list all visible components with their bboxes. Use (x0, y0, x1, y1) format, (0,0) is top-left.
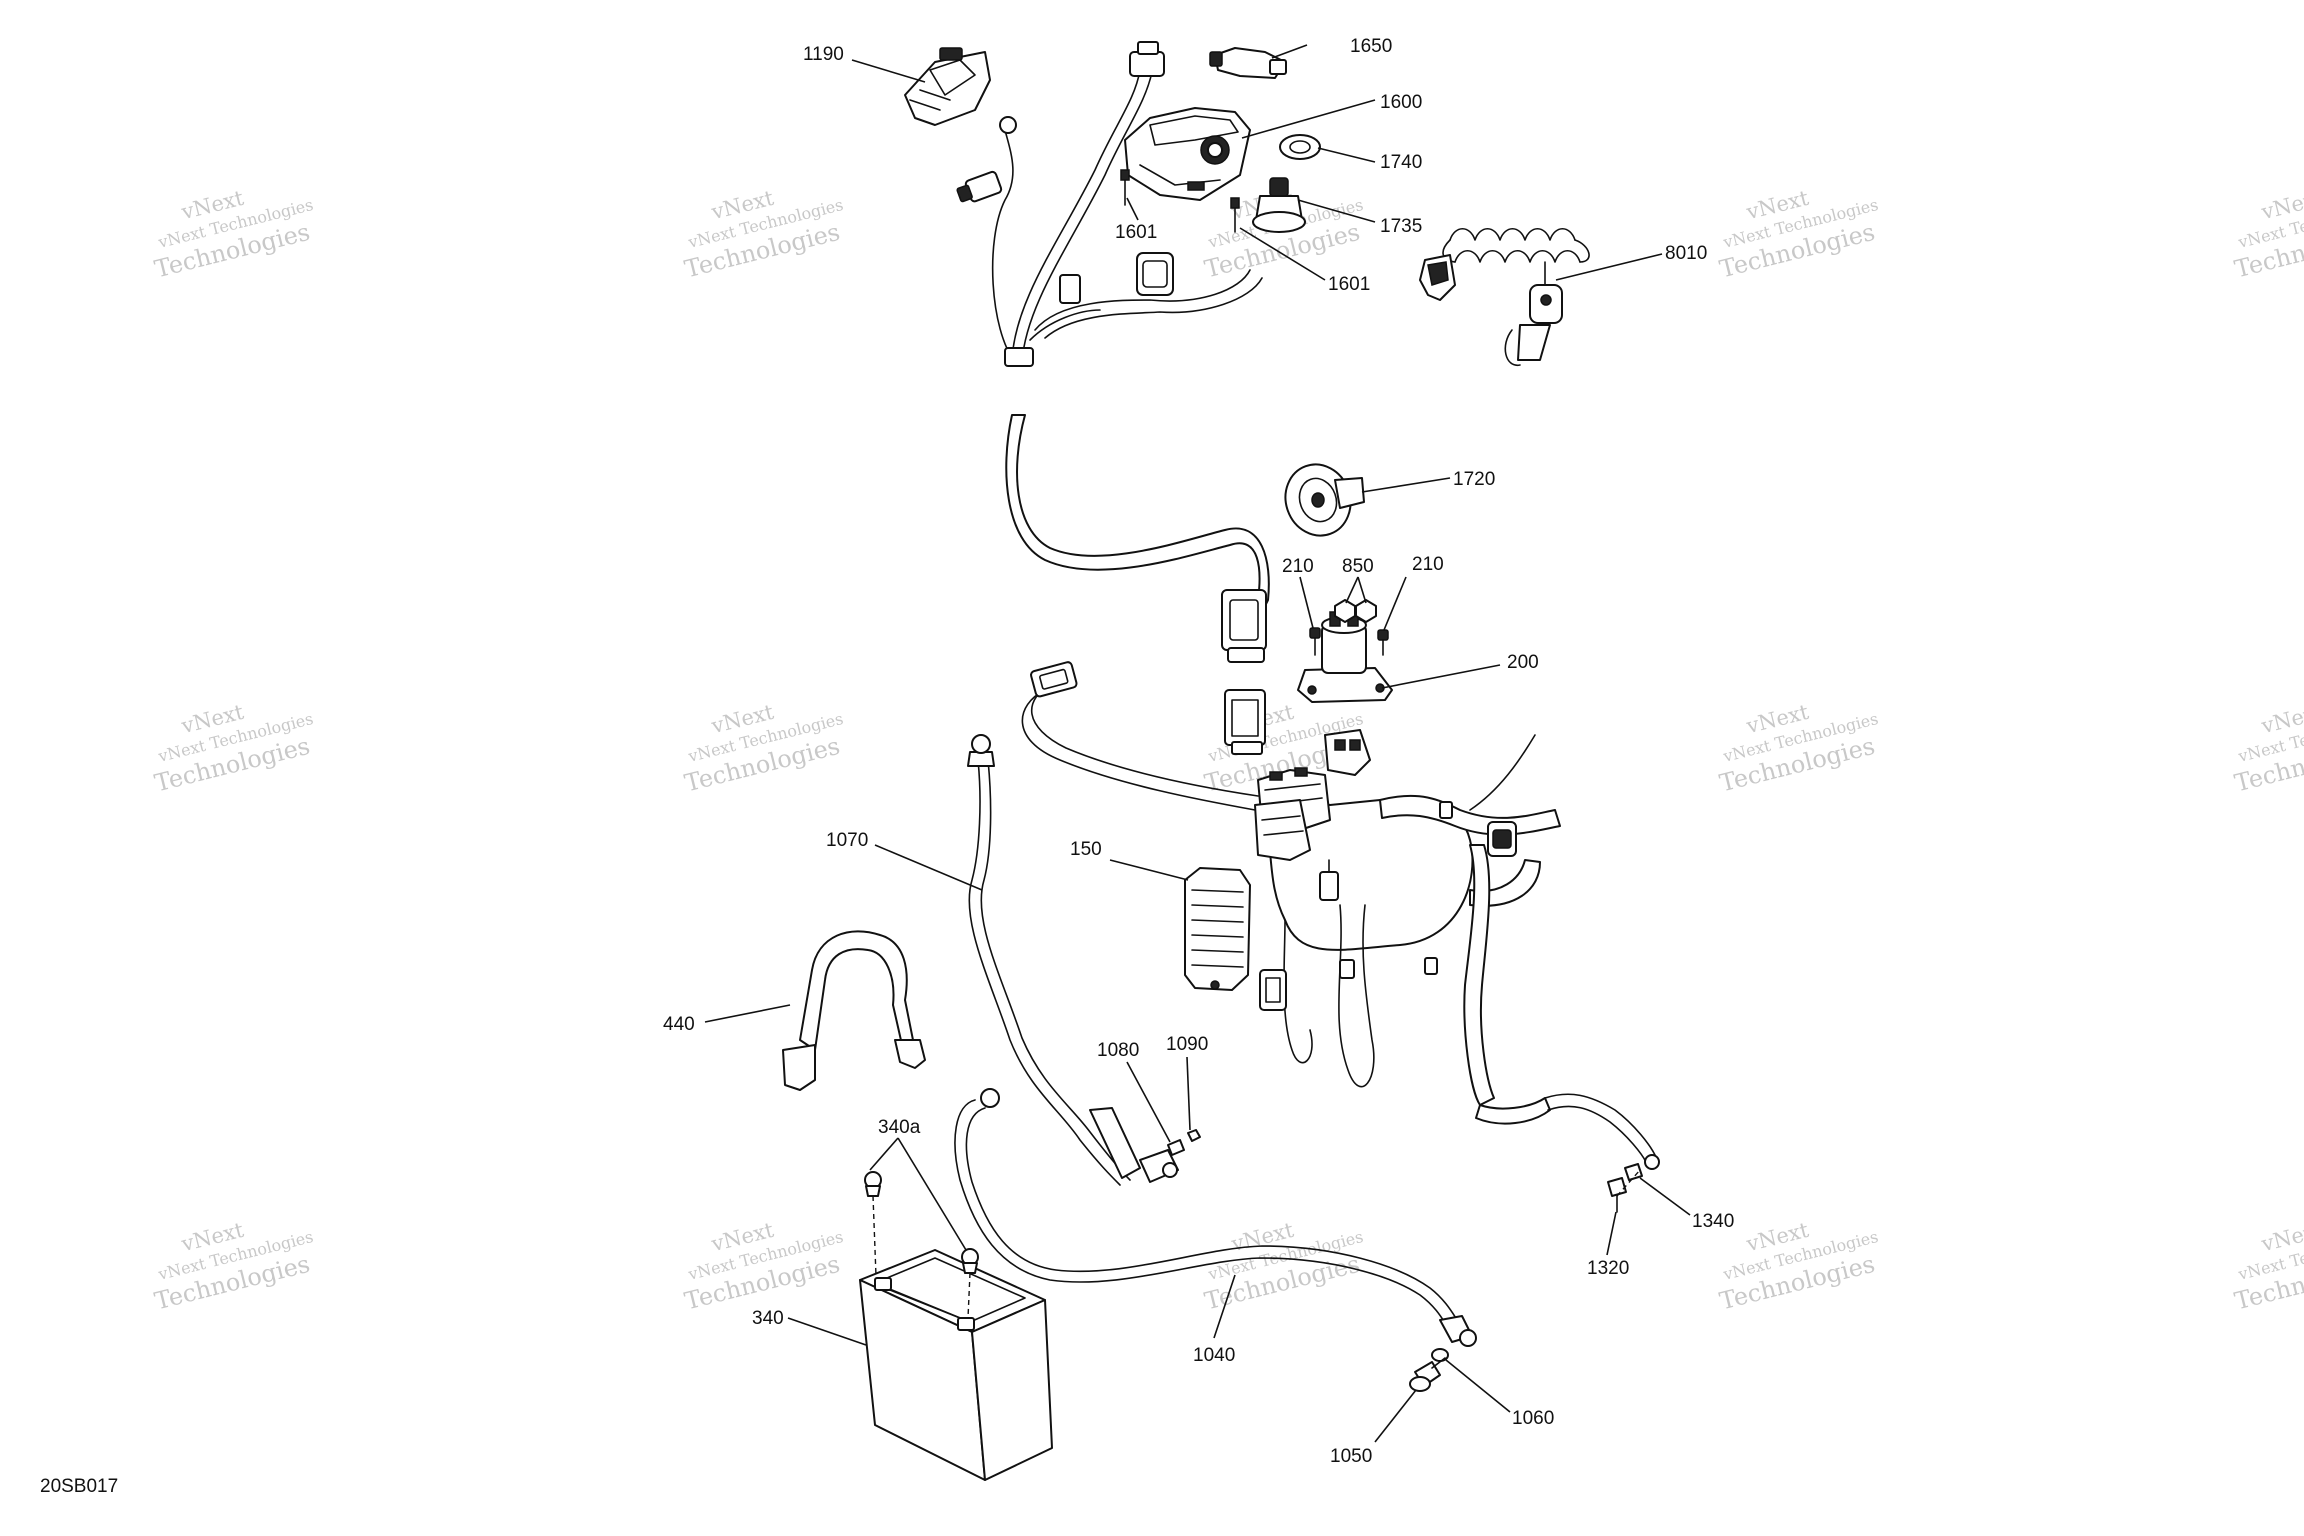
callout-1050: 1050 (1330, 1446, 1372, 1467)
callout-1320: 1320 (1587, 1258, 1629, 1279)
part-340a-cap (864, 1171, 882, 1197)
part-1650-connector (1209, 47, 1287, 79)
part-1060-washer (1431, 1348, 1449, 1362)
part-1735-knob (1252, 177, 1306, 233)
harness-plug-1 (1487, 821, 1517, 857)
callout-1601-right: 1601 (1328, 274, 1370, 295)
callout-210-right: 210 (1412, 554, 1444, 575)
part-1720-cap (1284, 463, 1365, 537)
callout-1740: 1740 (1380, 152, 1422, 173)
callout-1340: 1340 (1692, 1211, 1734, 1232)
callout-1650: 1650 (1350, 36, 1392, 57)
part-1601-screw (1230, 197, 1240, 233)
callout-1040: 1040 (1193, 1345, 1235, 1366)
part-1600-console (1124, 107, 1251, 201)
watermarks: vNext vNext Technologies Technologies vN… (152, 186, 2304, 1316)
cable-end-boot (1139, 1149, 1179, 1183)
harness-plug-2 (1319, 859, 1339, 901)
harness-connector-right (1324, 729, 1371, 776)
part-1740-grommet (1279, 134, 1321, 160)
callout-150: 150 (1070, 839, 1102, 860)
part-1070-cable (967, 734, 1179, 1186)
callout-210-left: 210 (1282, 556, 1314, 577)
part-1090-nut (1187, 1129, 1201, 1142)
part-1340-washer (1624, 1163, 1643, 1181)
callout-labels: 1190 1650 1600 1740 1735 1601 1601 8010 … (663, 36, 1734, 1467)
callout-1090: 1090 (1166, 1034, 1208, 1055)
callout-1735: 1735 (1380, 216, 1422, 237)
harness-plug-lower (1221, 589, 1267, 663)
part-1050-bolt (1409, 1357, 1446, 1392)
main-wiring-harness (1021, 661, 1660, 1170)
callout-850: 850 (1342, 556, 1374, 577)
callout-1720: 1720 (1453, 469, 1495, 490)
callout-340: 340 (752, 1308, 784, 1329)
callout-1600: 1600 (1380, 92, 1422, 113)
harness-relay-block (1254, 799, 1311, 861)
part-150-regulator (1184, 867, 1251, 991)
harness-connector-tower (1224, 689, 1266, 755)
part-200-solenoid (1297, 611, 1393, 703)
callout-1190: 1190 (803, 44, 844, 65)
part-210-screw (1377, 629, 1389, 656)
part-340a-cap (961, 1248, 979, 1274)
part-440-strap (782, 930, 926, 1091)
part-1040-cable (954, 1088, 1477, 1347)
part-1190-switch (904, 47, 991, 126)
callout-1080: 1080 (1097, 1040, 1139, 1061)
part-210-screw (1309, 627, 1321, 656)
callout-1601-left: 1601 (1115, 222, 1157, 243)
part-8010-lanyard (1419, 227, 1590, 366)
upper-wiring-harness (956, 41, 1270, 663)
harness-ring-terminal (1644, 1154, 1660, 1170)
callout-340a: 340a (878, 1117, 921, 1138)
figure-code: 20SB017 (40, 1476, 118, 1497)
callout-1070: 1070 (826, 830, 868, 851)
part-850-nut (1334, 599, 1356, 623)
harness-plug-3 (1259, 969, 1287, 1011)
part-340-battery (859, 1249, 1053, 1481)
callout-8010: 8010 (1665, 243, 1707, 264)
assembly-lines (872, 1169, 1641, 1319)
callout-1060: 1060 (1512, 1408, 1554, 1429)
callout-440: 440 (663, 1014, 695, 1035)
part-1601-screw (1120, 169, 1130, 206)
part-1080-screw (1167, 1139, 1185, 1156)
callout-200: 200 (1507, 652, 1539, 673)
leader-lines (704, 44, 1691, 1443)
part-1320-screw (1607, 1177, 1627, 1213)
part-850-nut (1355, 599, 1377, 623)
